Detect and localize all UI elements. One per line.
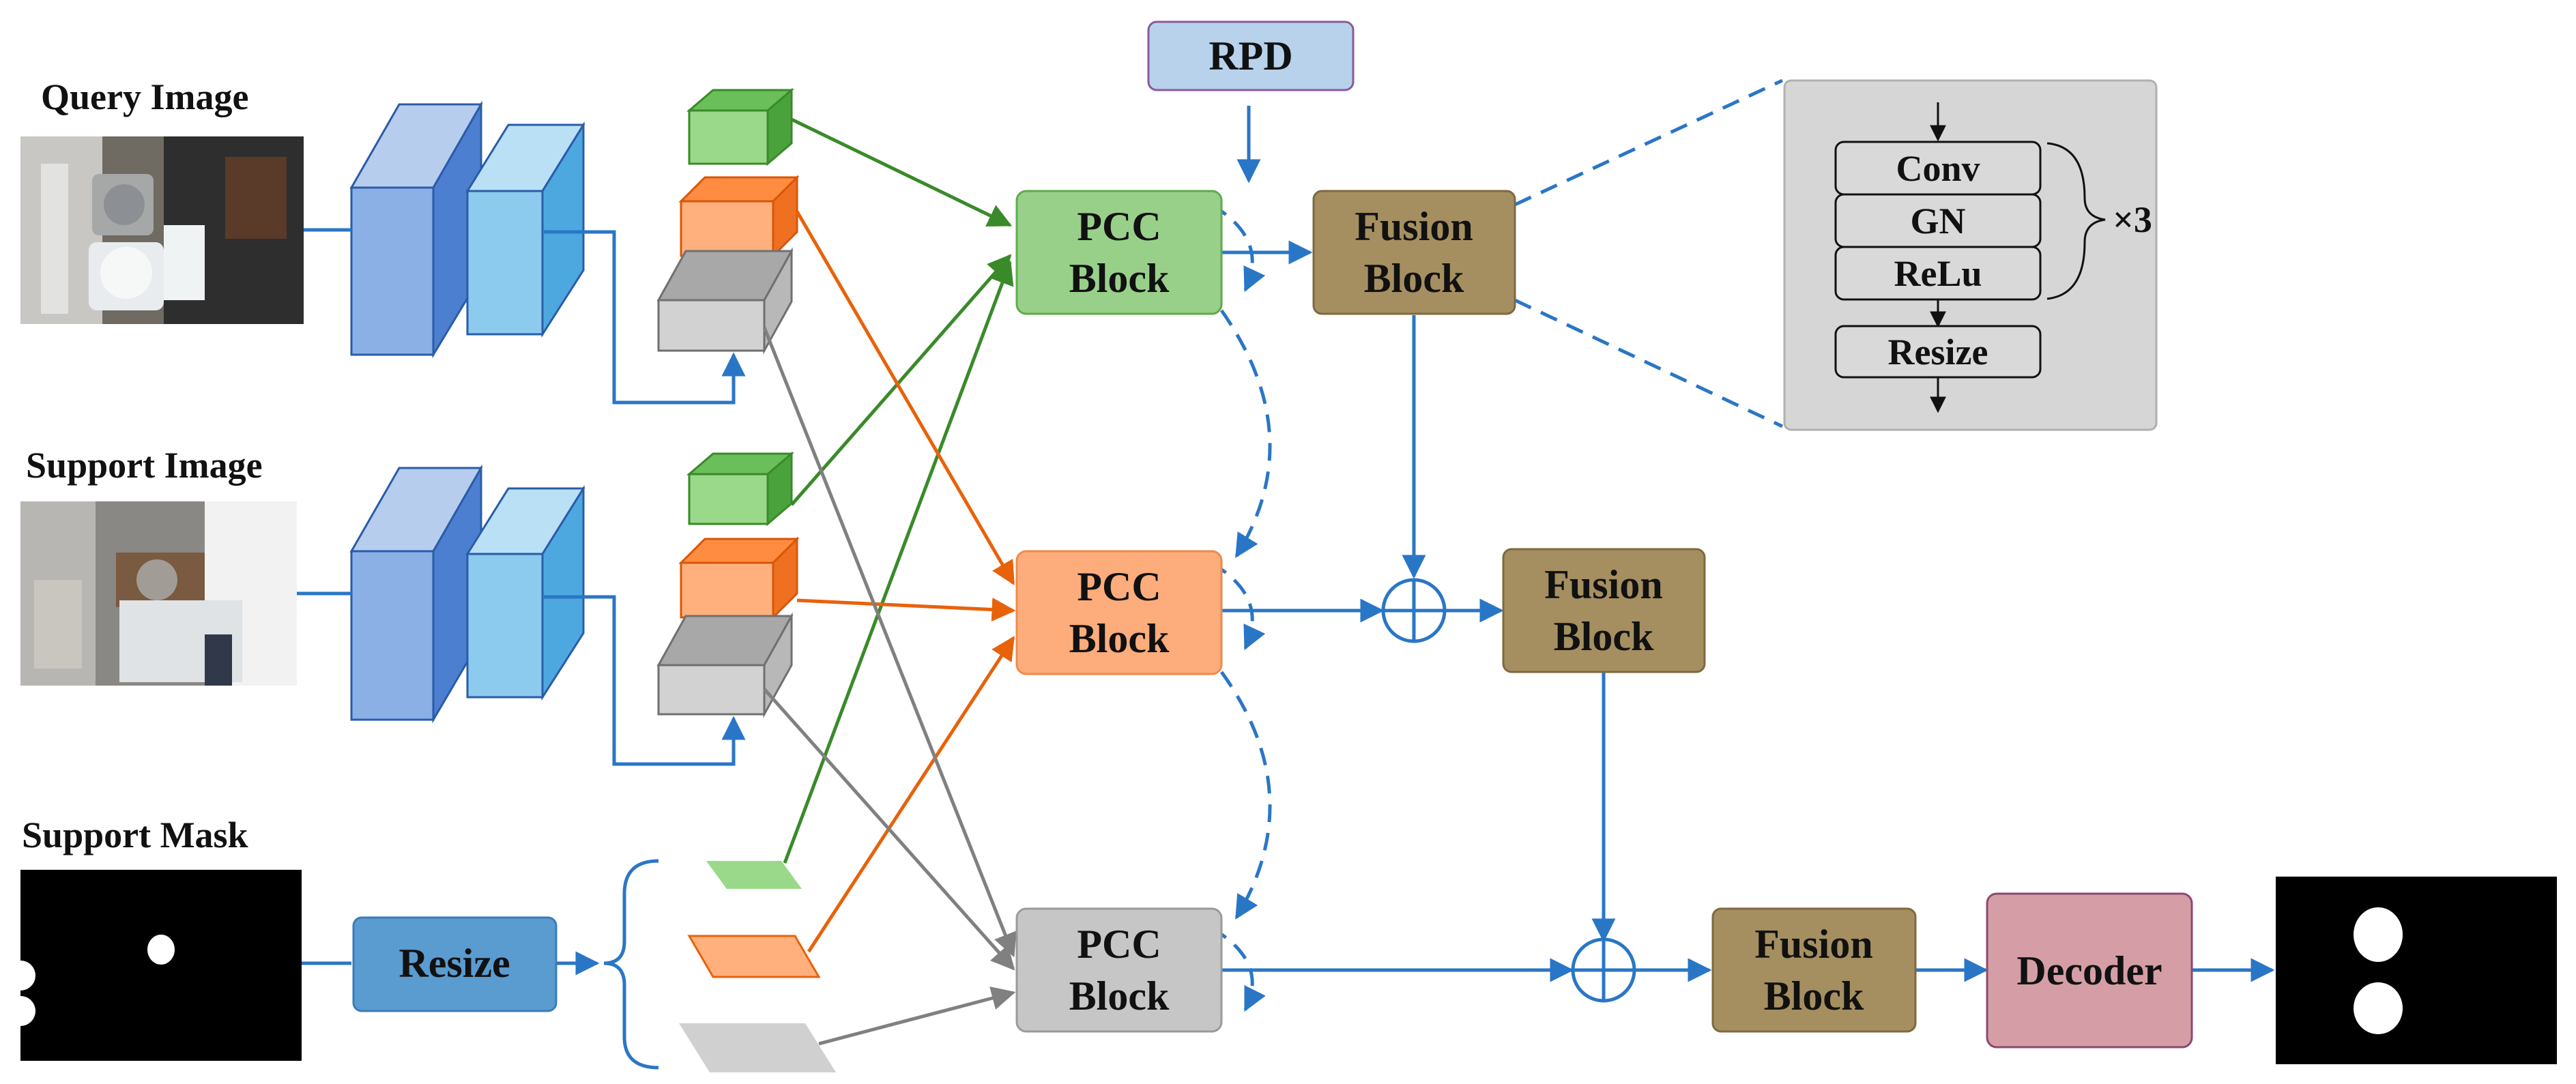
- fusion-block-2-line1: Fusion: [1544, 562, 1662, 607]
- zoom-dash-top: [1514, 78, 1784, 207]
- fusion-block-2-line2: Block: [1554, 614, 1654, 659]
- orange-query-path: [795, 210, 1015, 586]
- support-feature-orange: [678, 536, 800, 620]
- orange-support-path: [796, 598, 1016, 621]
- green-query-path: [790, 117, 1013, 227]
- fusion-block-2: [1502, 548, 1706, 673]
- fusion-detail-panel: Conv GN ReLu Resize ×3: [1783, 79, 2158, 431]
- detail-gn-label: GN: [1911, 201, 1966, 241]
- resize-label: Resize: [399, 941, 510, 986]
- gray-support-path: [763, 688, 1015, 971]
- encoder-support: [349, 464, 585, 724]
- detail-resize-label: Resize: [1888, 332, 1988, 372]
- fusion-block-1-line1: Fusion: [1355, 204, 1473, 249]
- mask-brace: [603, 859, 659, 1070]
- pcc2-to-pcc3-arrow: [1219, 671, 1272, 920]
- gray-mask-path: [818, 986, 1016, 1046]
- gray-query-path: [762, 327, 1017, 958]
- support-image: [20, 501, 297, 686]
- detail-relu-box: [1834, 246, 2042, 301]
- fusion-block-1: [1312, 190, 1516, 315]
- zoom-dash-bottom: [1514, 298, 1784, 428]
- query-feature-green: [686, 87, 795, 166]
- support-feature-gray: [656, 612, 794, 718]
- pcc-block-2: [1015, 550, 1223, 675]
- rpd-label: RPD: [1209, 33, 1292, 78]
- pcc-block-3: [1015, 907, 1223, 1033]
- pcc1-to-pcc2-arrow: [1219, 309, 1272, 558]
- pcc-block-2-line2: Block: [1069, 616, 1170, 661]
- support-mask: [5, 870, 302, 1061]
- fusion-block-3: [1711, 907, 1917, 1033]
- output-mask: [2276, 877, 2557, 1064]
- fusion-block-3-line2: Block: [1764, 973, 1864, 1019]
- rpd-block: [1147, 20, 1355, 91]
- pcc-block-3-line2: Block: [1069, 973, 1170, 1019]
- detail-resize-box: [1834, 325, 2042, 379]
- support-mask-label: Support Mask: [22, 815, 248, 855]
- pcc-block-3-line1: PCC: [1077, 922, 1161, 967]
- pcc1-loop-arrow: [1210, 203, 1266, 293]
- green-support-path: [790, 254, 1012, 506]
- orange-mask-path: [807, 636, 1015, 953]
- decoder-block: [1986, 892, 2193, 1049]
- mask-slice-green: [706, 861, 802, 889]
- green-mask-path: [783, 260, 1014, 864]
- pcc3-loop-arrow: [1210, 926, 1266, 1012]
- support-image-label: Support Image: [26, 445, 263, 486]
- decoder-label: Decoder: [2016, 948, 2162, 993]
- query-encoder-to-features-arrow: [542, 230, 746, 405]
- encoder-query: [349, 100, 585, 359]
- pcc-block-2-line1: PCC: [1077, 564, 1161, 609]
- fusion-block-3-line1: Fusion: [1754, 922, 1872, 967]
- query-feature-orange: [678, 175, 800, 259]
- pcc2-loop-arrow: [1210, 561, 1266, 651]
- mask-slice-gray: [679, 1023, 836, 1072]
- add-node-2: [1571, 937, 1636, 1003]
- detail-relu-label: ReLu: [1894, 253, 1982, 294]
- pcc-block-1-line2: Block: [1069, 256, 1170, 301]
- query-feature-gray: [656, 247, 794, 355]
- fusion-block-1-line2: Block: [1364, 256, 1464, 301]
- pcc-block-1: [1015, 190, 1223, 315]
- mask-slice-orange: [687, 935, 821, 978]
- support-encoder-to-features-arrow: [542, 595, 746, 766]
- query-image: [20, 136, 304, 324]
- detail-conv-label: Conv: [1896, 148, 1980, 189]
- detail-repeat-label: ×3: [2113, 199, 2152, 240]
- pcc-block-1-line1: PCC: [1077, 204, 1161, 249]
- add-node-1: [1381, 578, 1447, 643]
- support-feature-green: [686, 451, 795, 527]
- resize-block: [352, 916, 558, 1012]
- query-image-label: Query Image: [41, 76, 248, 117]
